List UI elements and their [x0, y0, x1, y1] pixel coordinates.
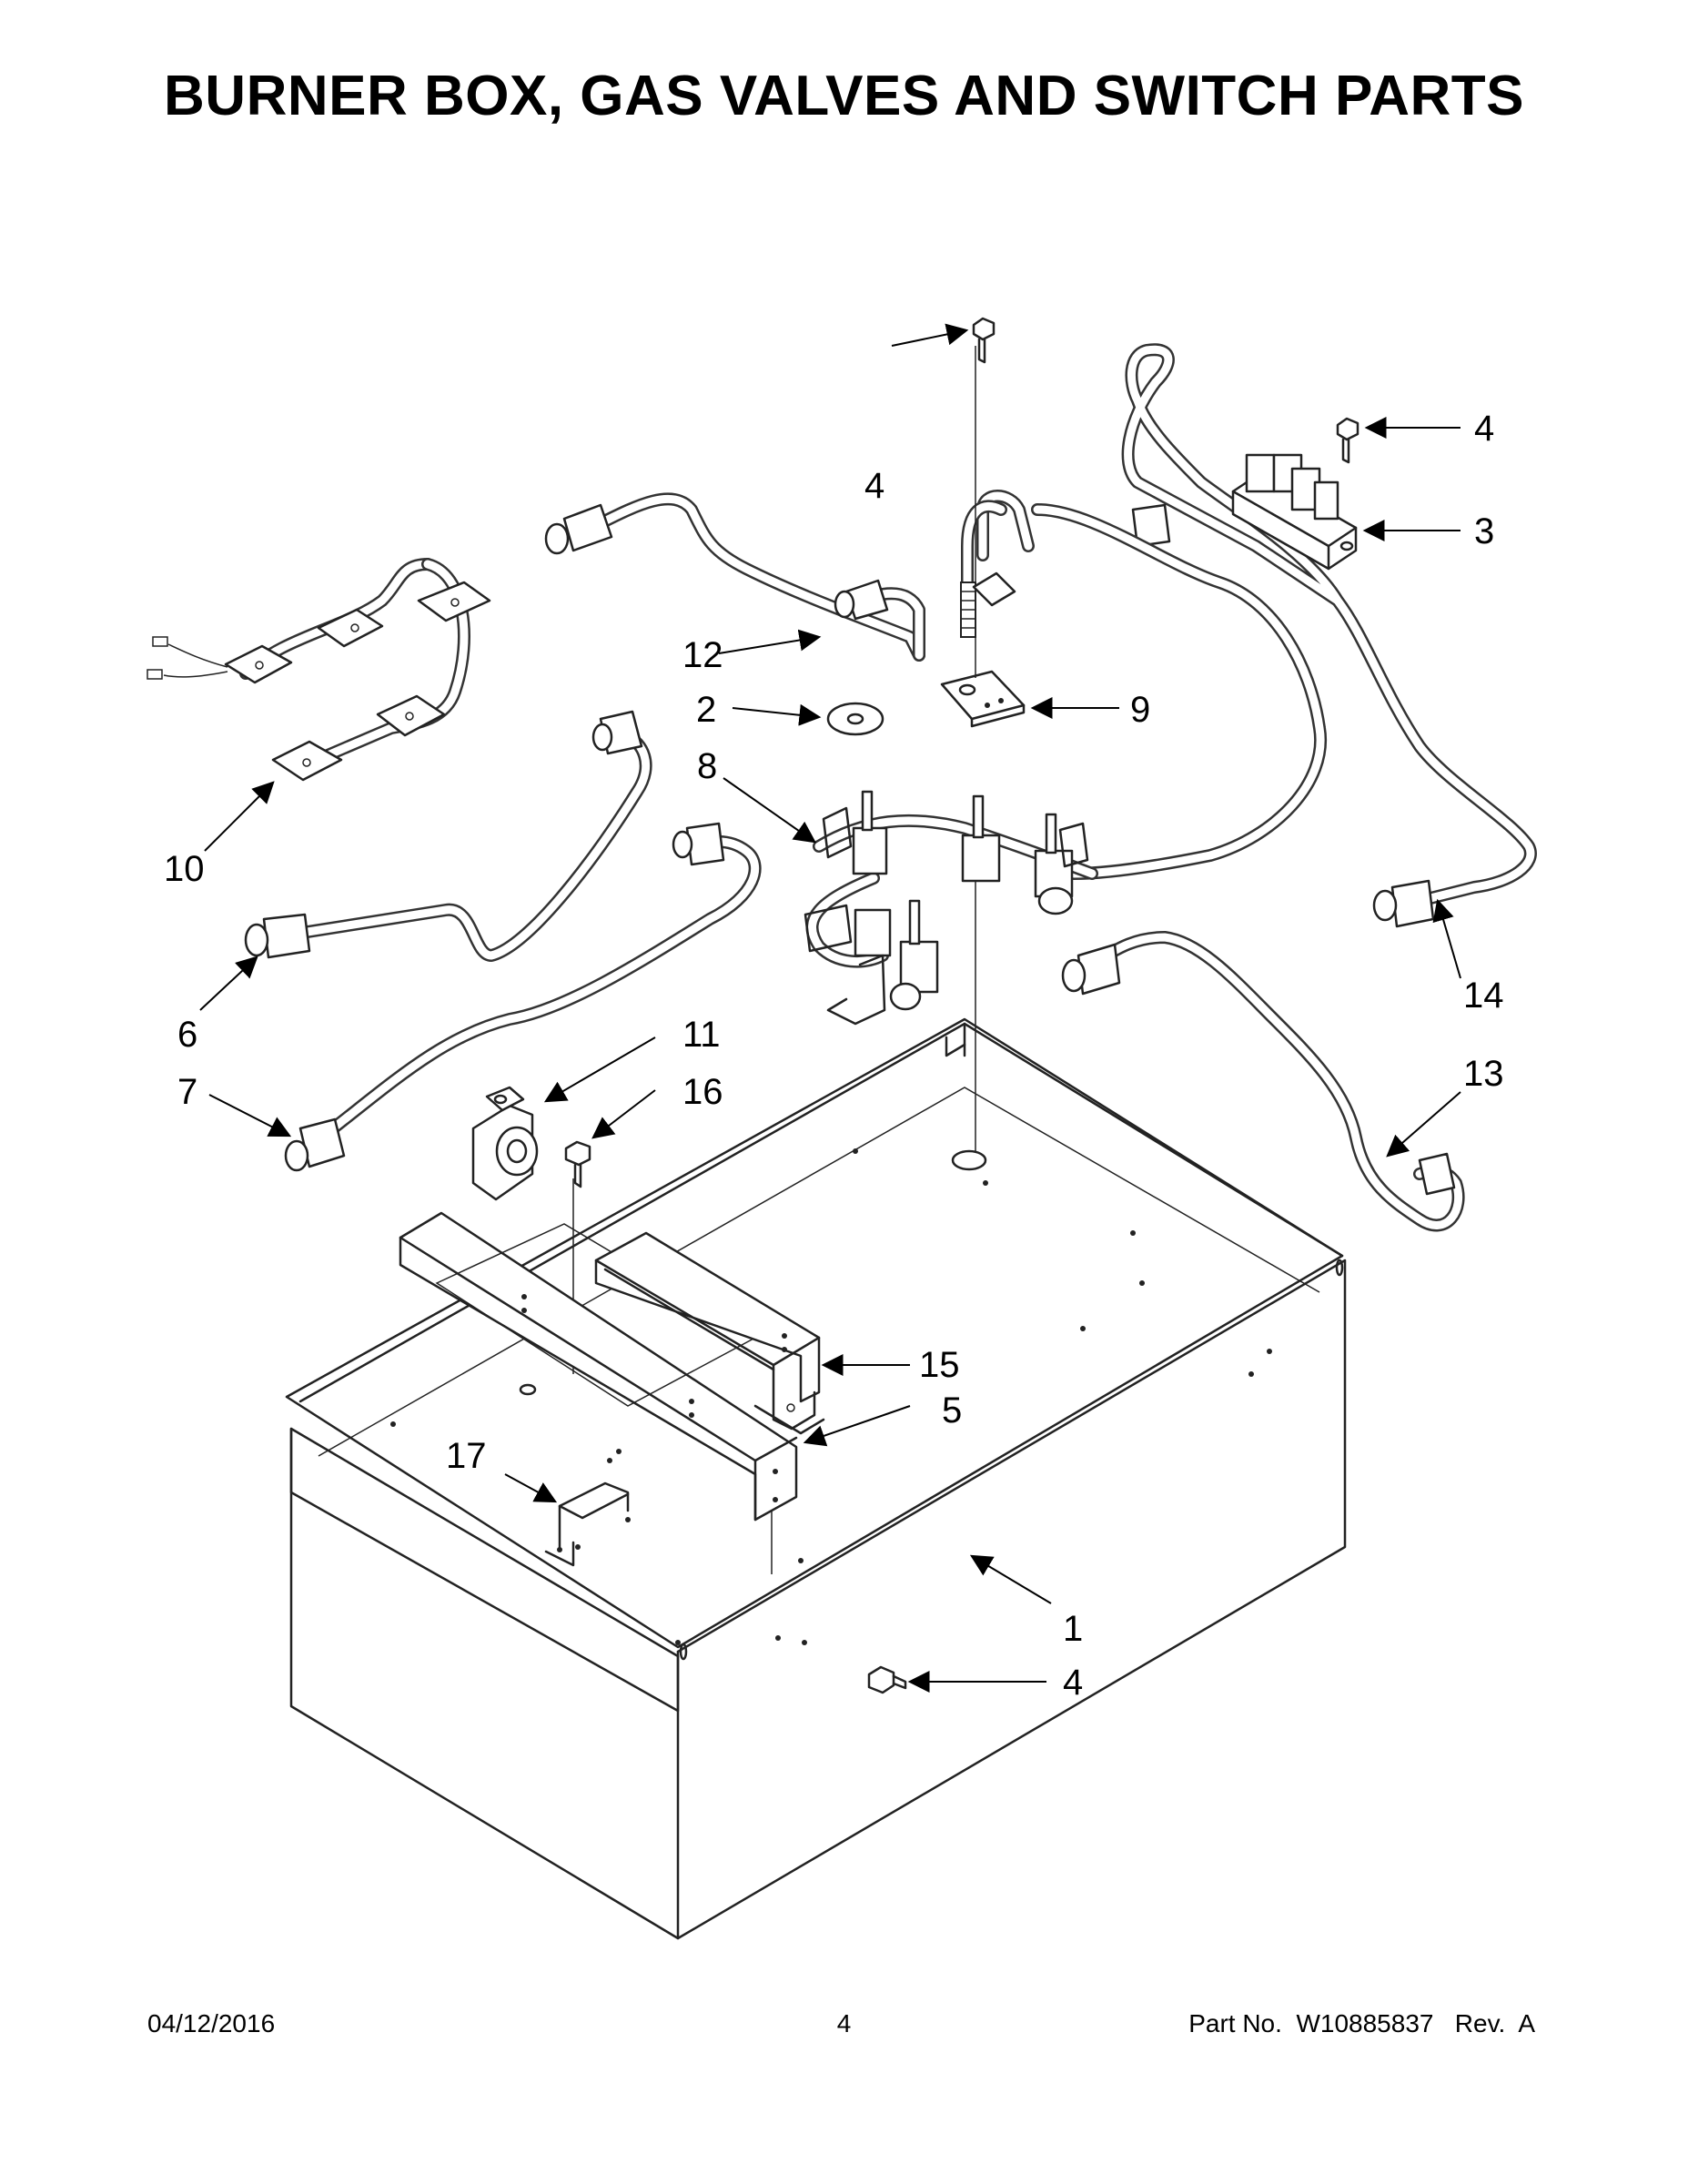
callout-11: 11	[682, 1015, 721, 1055]
washer	[826, 702, 884, 736]
callout-10: 10	[164, 849, 205, 889]
callout-3: 3	[1474, 511, 1494, 551]
gas-tube-lower-left	[284, 822, 762, 1172]
screw-top-center	[972, 317, 996, 364]
switch-wire-harness	[147, 558, 491, 782]
callout-9: 9	[1130, 690, 1150, 730]
callout-12: 12	[682, 635, 723, 675]
screw-bottom	[867, 1665, 907, 1694]
callout-4-top-right: 4	[1474, 409, 1494, 449]
callout-5: 5	[942, 1390, 962, 1431]
callout-4-top-center: 4	[864, 466, 884, 506]
gas-tube-long-right	[1121, 343, 1537, 928]
page-title: BURNER BOX, GAS VALVES AND SWITCH PARTS	[164, 65, 1524, 127]
gas-tube-lower-right	[1061, 931, 1465, 1232]
callout-13: 13	[1463, 1054, 1504, 1094]
gas-valve-manifold	[804, 490, 1328, 1026]
callout-8: 8	[697, 746, 717, 786]
callout-labels: 4 3 4 9 12 2 8 10 6 7 11 16 14 13 15 5 1…	[164, 409, 1504, 1703]
burner-box	[285, 874, 1347, 1940]
small-bracket	[544, 1481, 630, 1567]
callout-1: 1	[1063, 1609, 1083, 1649]
screw-16	[564, 1140, 591, 1188]
callout-14: 14	[1463, 976, 1504, 1016]
callout-2: 2	[696, 690, 716, 730]
callout-15: 15	[919, 1345, 960, 1385]
footer-page-number: 4	[836, 2009, 852, 2037]
callout-17: 17	[446, 1436, 487, 1476]
gas-tube-mid-left	[244, 710, 652, 962]
callout-4-bottom: 4	[1063, 1663, 1083, 1703]
callout-16: 16	[682, 1072, 723, 1112]
cross-bracket	[399, 1211, 798, 1522]
footer-date: 04/12/2016	[147, 2009, 276, 2037]
callout-leaders	[199, 323, 1461, 1693]
switch-block	[1231, 453, 1358, 571]
gas-tube-upper-left	[544, 492, 925, 662]
screw-top-right	[1336, 417, 1359, 464]
pipe-fitting	[940, 346, 1026, 728]
callout-6: 6	[177, 1015, 197, 1055]
callout-7: 7	[177, 1072, 197, 1112]
channel-bracket	[594, 1231, 825, 1435]
pressure-regulator	[471, 1086, 539, 1201]
footer-part-number: Part No. W10885837 Rev. A	[1188, 2009, 1535, 2037]
